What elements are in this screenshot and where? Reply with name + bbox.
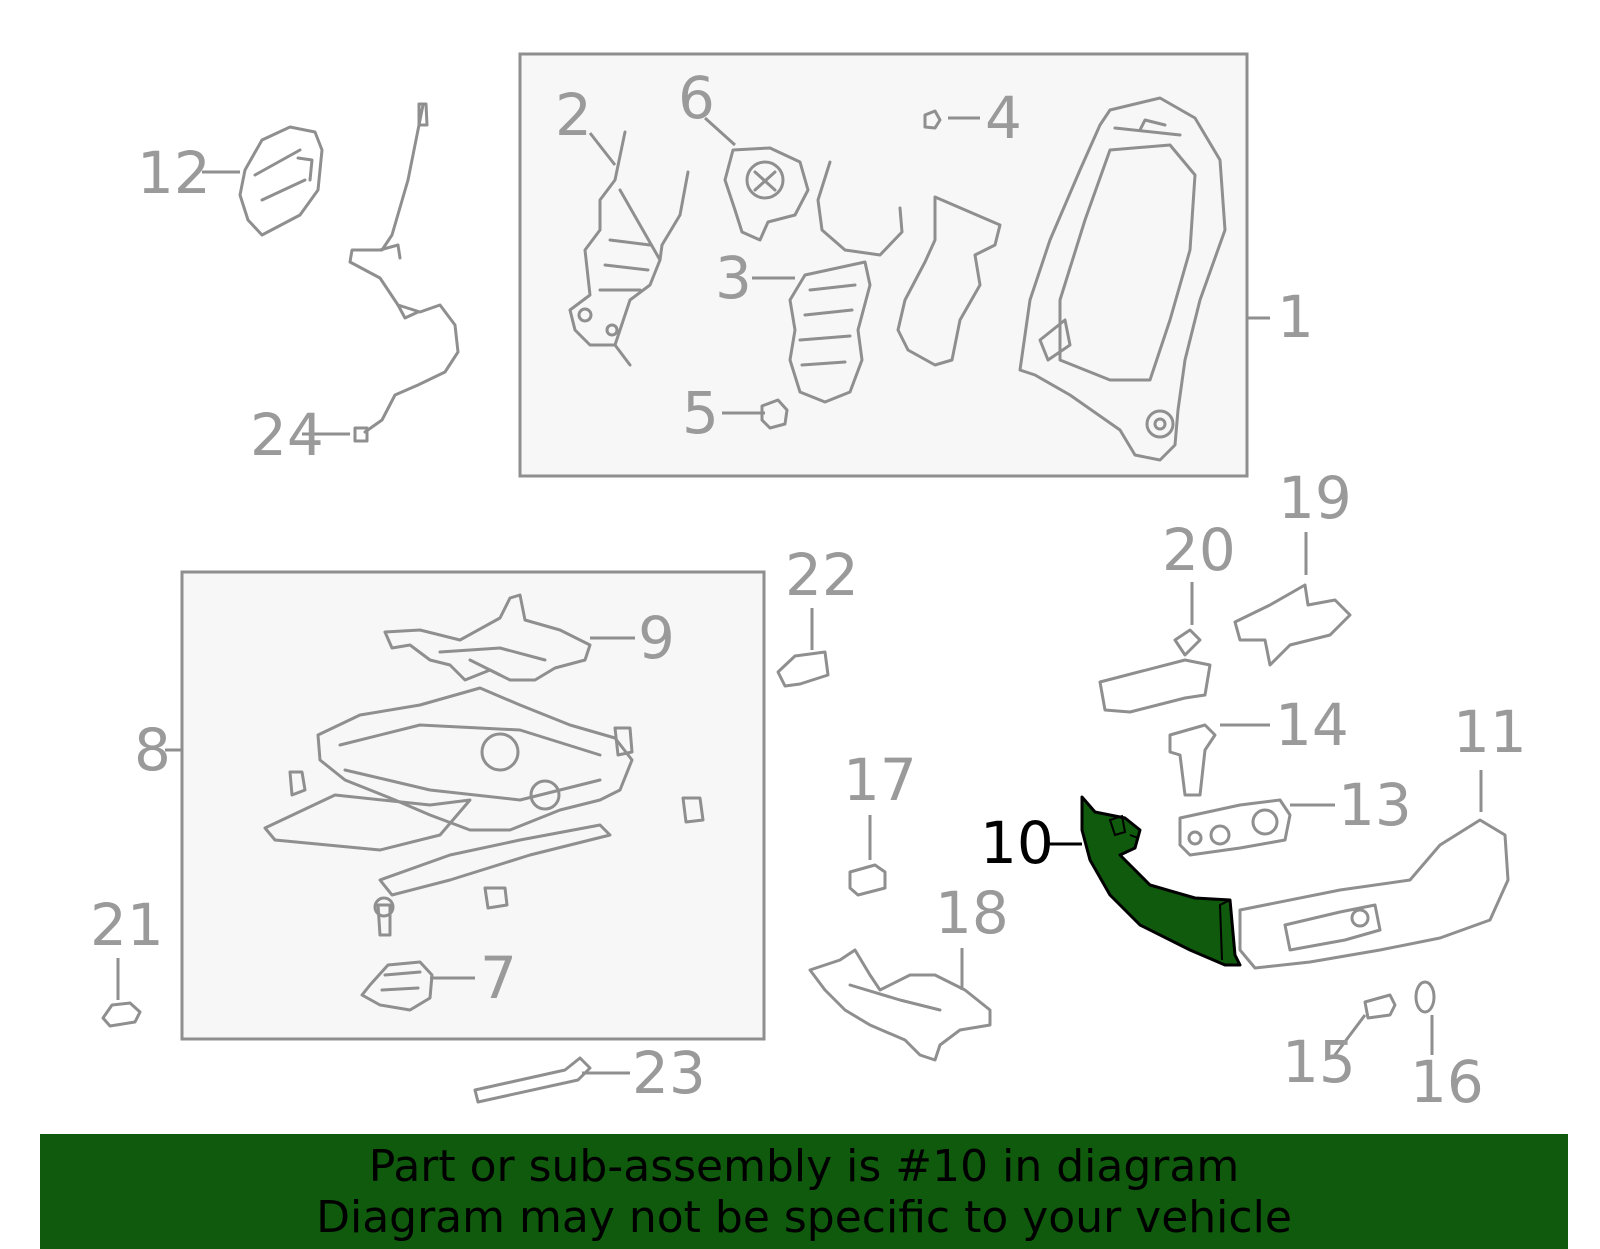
part-9-seat-frame [383, 593, 592, 682]
part-10-highlighted-cover [1080, 795, 1242, 967]
callout-15: 15 [1282, 1028, 1356, 1096]
part-19-bracket [1233, 583, 1352, 667]
callout-6: 6 [678, 64, 715, 132]
callout-5: 5 [682, 379, 719, 447]
part-14-switch [1168, 723, 1217, 797]
part-12-cover [238, 125, 324, 237]
part-11-side-cover [1238, 818, 1510, 970]
part-22-bracket [776, 650, 830, 688]
callout-14: 14 [1275, 691, 1349, 759]
callout-18: 18 [935, 879, 1009, 947]
callout-20: 20 [1162, 516, 1236, 584]
notice-line-1: Part or sub-assembly is #10 in diagram [368, 1140, 1240, 1192]
seat-pad [896, 195, 1002, 367]
callout-21: 21 [90, 891, 164, 959]
seatback-frame-group-box [518, 52, 1249, 478]
callout-13: 13 [1338, 771, 1412, 839]
part-6-motor [723, 146, 810, 242]
part-2-bracket [568, 130, 690, 367]
callout-11: 11 [1453, 698, 1527, 766]
callout-22: 22 [785, 541, 859, 609]
callout-labels: 1 2 3 4 5 6 7 8 9 10 11 12 13 14 15 16 1… [90, 64, 1527, 1116]
part-3-lumbar [788, 160, 904, 404]
callout-1: 1 [1277, 283, 1314, 351]
part-4-nut [923, 109, 942, 130]
part-13-switch [1178, 798, 1292, 857]
callout-12: 12 [137, 139, 211, 207]
callout-9: 9 [638, 604, 675, 672]
callout-23: 23 [632, 1039, 706, 1107]
callout-24: 24 [250, 401, 324, 469]
part-7-motor [360, 960, 434, 1012]
callout-4: 4 [985, 84, 1022, 152]
part-18-bracket [808, 948, 992, 1062]
part-1-seatback-frame [1018, 96, 1227, 462]
callout-2: 2 [555, 81, 592, 149]
callout-19: 19 [1278, 464, 1352, 532]
callout-3: 3 [715, 244, 752, 312]
part-24-harness [348, 102, 460, 443]
notice-line-2: Diagram may not be specific to your vehi… [316, 1191, 1292, 1243]
part-8-seat-track [263, 686, 705, 937]
callout-7: 7 [480, 944, 517, 1012]
seat-track-group-box [180, 570, 766, 1041]
part-21-clip [101, 1001, 142, 1028]
part-15-knob [1363, 993, 1397, 1020]
part-17-block [848, 863, 887, 897]
callout-16: 16 [1410, 1048, 1484, 1116]
callout-10: 10 [980, 809, 1054, 877]
part-5-clip [760, 398, 789, 430]
part-23-rod [473, 1056, 592, 1104]
notice-banner: Part or sub-assembly is #10 in diagram D… [40, 1134, 1568, 1249]
part-20-bracket [1098, 628, 1212, 714]
part-16-knob [1414, 980, 1436, 1014]
callout-17: 17 [843, 746, 917, 814]
callout-8: 8 [134, 716, 171, 784]
leader-lines [116, 116, 1483, 1075]
